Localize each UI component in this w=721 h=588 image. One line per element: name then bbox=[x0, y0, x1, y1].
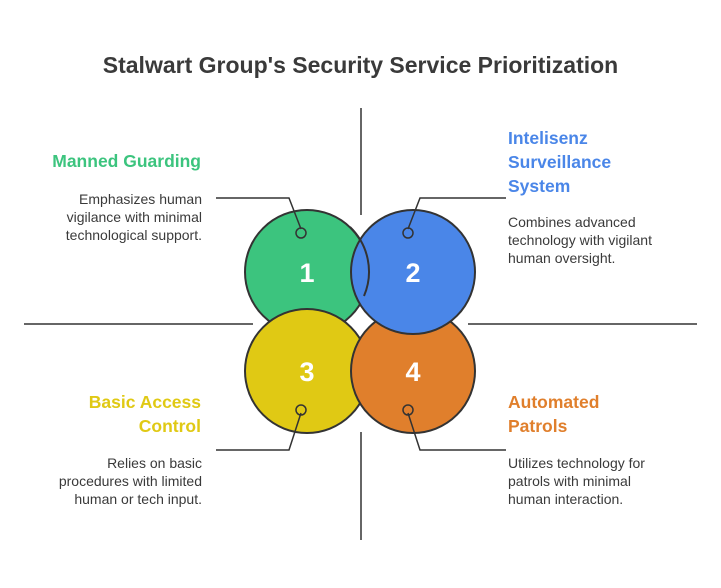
desc-manned-guarding: Emphasizes human vigilance with minimal … bbox=[65, 191, 202, 243]
connector-dot-2 bbox=[402, 227, 414, 239]
circle-quadrant-2 bbox=[350, 209, 476, 335]
number-4: 4 bbox=[405, 357, 420, 387]
connector-dot-4 bbox=[402, 404, 414, 416]
number-3: 3 bbox=[299, 357, 314, 387]
desc-intelisenz-surveillance-system: Combines advanced technology with vigila… bbox=[508, 214, 652, 266]
heading-intelisenz-surveillance-system: Intelisenz Surveillance System bbox=[508, 128, 612, 196]
connector-3 bbox=[216, 412, 302, 451]
connector-dot-1 bbox=[295, 227, 307, 239]
desc-basic-access-control: Relies on basic procedures with limited … bbox=[58, 455, 202, 507]
heading-automated-patrols: Automated Patrols bbox=[508, 392, 600, 436]
heading-manned-guarding: Manned Guarding bbox=[52, 151, 201, 171]
number-2: 2 bbox=[405, 258, 420, 288]
connector-2 bbox=[407, 197, 506, 230]
connector-4 bbox=[407, 412, 506, 451]
page-title: Stalwart Group's Security Service Priori… bbox=[102, 52, 619, 78]
connector-dot-3 bbox=[295, 404, 307, 416]
number-1: 1 bbox=[299, 258, 314, 288]
heading-basic-access-control: Basic Access Control bbox=[88, 392, 201, 436]
desc-automated-patrols: Utilizes technology for patrols with min… bbox=[508, 455, 645, 507]
connector-1 bbox=[216, 197, 302, 230]
circle-quadrant-1-arc bbox=[349, 226, 370, 297]
